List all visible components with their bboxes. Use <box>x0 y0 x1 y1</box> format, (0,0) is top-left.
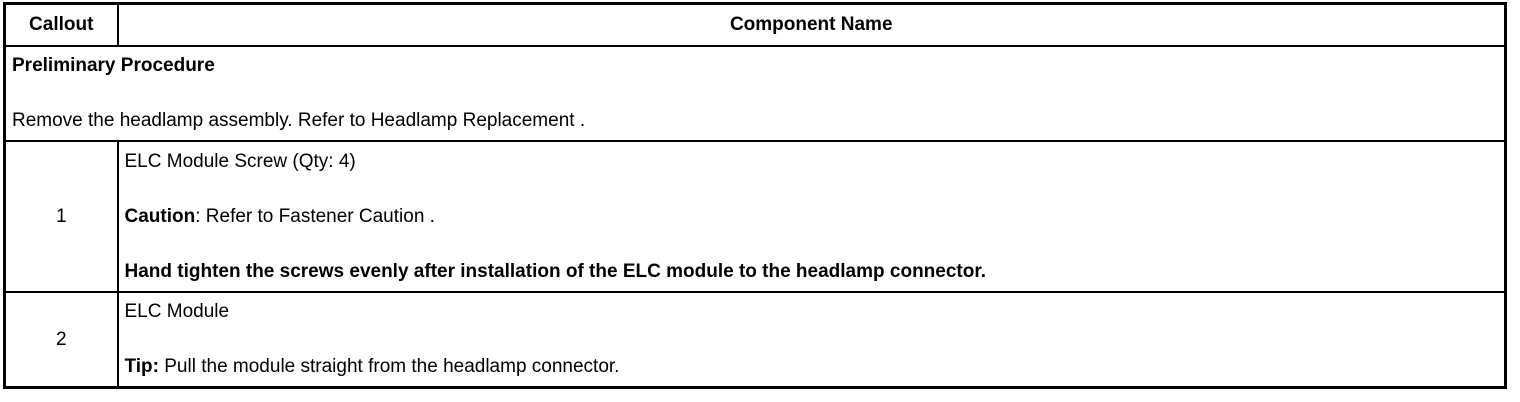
preliminary-procedure-title: Preliminary Procedure <box>12 55 215 76</box>
table-row: 1 ELC Module Screw (Qty: 4) Caution: Ref… <box>3 140 1507 293</box>
component-callout-table: Callout Component Name Preliminary Proce… <box>3 2 1507 389</box>
tip-label: Tip: <box>124 356 159 377</box>
table-row: 2 ELC Module Tip: Pull the module straig… <box>3 291 1507 389</box>
callout-number: 1 <box>3 140 119 293</box>
component-title: ELC Module Screw (Qty: 4) <box>125 148 1499 176</box>
component-description-cell: ELC Module Screw (Qty: 4) Caution: Refer… <box>116 140 1507 293</box>
component-name-column-header: Component Name <box>116 2 1507 47</box>
caution-note: Caution: Refer to Fastener Caution . <box>125 203 1499 231</box>
preliminary-procedure-row: Preliminary Procedure Remove the headlam… <box>3 45 1507 142</box>
component-title: ELC Module <box>125 298 1499 326</box>
installation-instruction: Hand tighten the screws evenly after ins… <box>125 258 1499 286</box>
preliminary-procedure-text: Remove the headlamp assembly. Refer to H… <box>12 110 586 131</box>
component-title-text: ELC Module <box>124 301 230 322</box>
caution-label: Caution <box>124 205 196 227</box>
table-header-row: Callout Component Name <box>3 2 1507 47</box>
component-description-cell: ELC Module Tip: Pull the module straight… <box>116 291 1507 389</box>
preliminary-procedure-cell: Preliminary Procedure Remove the headlam… <box>3 45 1507 142</box>
installation-instruction-bold: Hand tighten the screws evenly after ins… <box>124 260 986 282</box>
callout-column-header: Callout <box>3 2 119 47</box>
component-title-text: ELC Module Screw (Qty: 4) <box>124 150 356 172</box>
caution-text: : Refer to Fastener Caution . <box>195 205 435 227</box>
tip-note: Tip: Pull the module straight from the h… <box>125 353 1499 381</box>
tip-text: Pull the module straight from the headla… <box>158 356 620 377</box>
callout-number: 2 <box>3 291 119 389</box>
